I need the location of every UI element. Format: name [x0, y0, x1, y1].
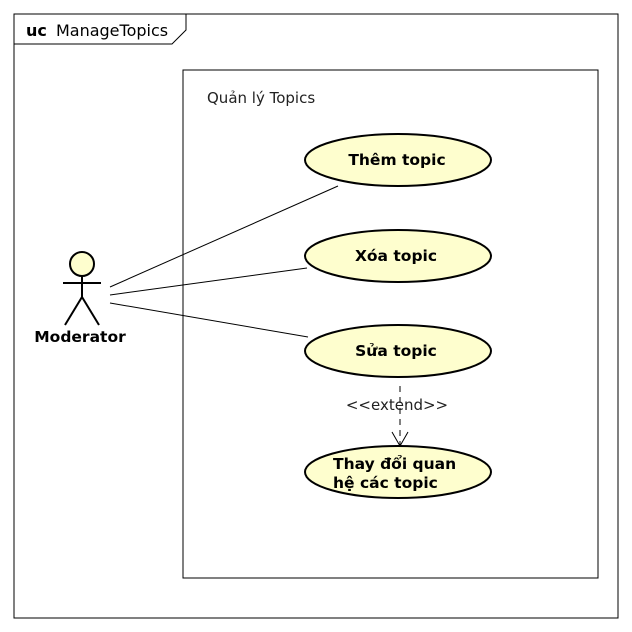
use-case-label: Thay đổi quan hệ các topic [333, 454, 462, 492]
use-case-sua-topic: Sửa topic [304, 324, 492, 378]
association-line [109, 302, 309, 338]
use-case-label-line2: hệ các topic [333, 474, 438, 492]
use-case-xoa-topic: Xóa topic [304, 229, 492, 283]
boundary-title: Quản lý Topics [207, 89, 315, 107]
actor-head [69, 251, 95, 277]
use-case-ellipse [304, 229, 492, 283]
frame-name: ManageTopics [56, 21, 168, 40]
use-case-label-line1: Thay đổi quan [333, 454, 456, 473]
use-case-label: Sửa topic [355, 342, 437, 360]
actor-label: Moderator [34, 328, 126, 346]
diagram-frame [13, 13, 619, 619]
frame-keyword: uc [26, 21, 47, 40]
use-case-ellipse [304, 324, 492, 378]
use-case-thay-doi-quan-he: Thay đổi quan hệ các topic [304, 445, 492, 499]
actor-leg-left [64, 296, 83, 326]
use-case-label: Thêm topic [348, 151, 445, 169]
extend-stereotype: <<extend>> [346, 396, 448, 414]
association-line [109, 267, 308, 296]
association-line [109, 185, 339, 288]
frame-title: uc ManageTopics [26, 21, 168, 40]
frame-tab [14, 14, 187, 45]
use-case-ellipse [304, 133, 492, 187]
use-case-them-topic: Thêm topic [304, 133, 492, 187]
actor-leg-right [81, 296, 100, 326]
use-case-ellipse [304, 445, 492, 499]
actor-moderator: Moderator [34, 251, 126, 346]
use-case-label: Xóa topic [355, 247, 437, 265]
system-boundary [182, 69, 599, 579]
